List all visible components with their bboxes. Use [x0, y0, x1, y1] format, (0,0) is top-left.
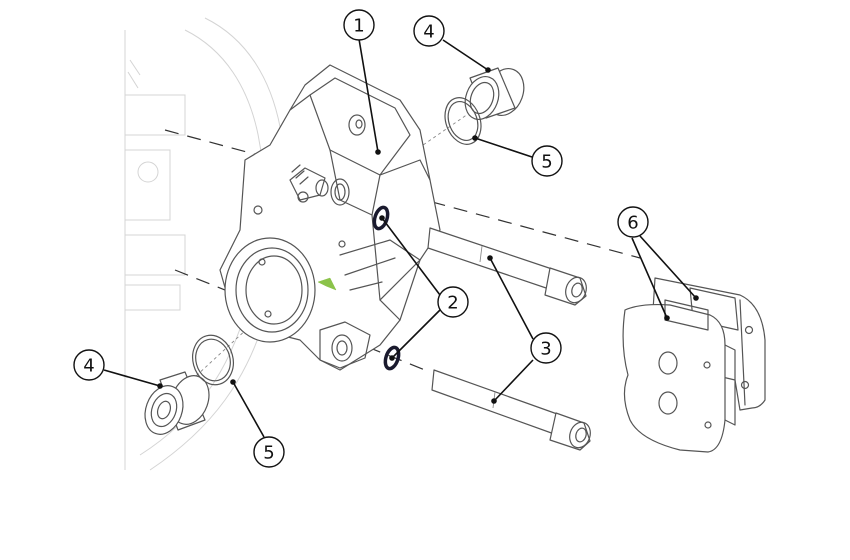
- o-ring-lower: [383, 345, 401, 371]
- callout-1: 1: [343, 9, 375, 41]
- svg-text:4: 4: [423, 22, 434, 43]
- svg-text:6: 6: [627, 213, 638, 234]
- axis-line-upper: [164, 129, 641, 259]
- svg-text:4: 4: [83, 356, 94, 377]
- caliper-body: [219, 64, 441, 371]
- callout-6: 6: [617, 206, 649, 238]
- svg-text:2: 2: [447, 293, 458, 314]
- callout-2: 2: [437, 286, 469, 318]
- brake-pad-front: [622, 299, 736, 453]
- piston-seal-top: [444, 97, 482, 145]
- callout-5-top: 5: [531, 145, 563, 177]
- callout-5-bottom: 5: [253, 436, 285, 468]
- callout-4-bottom: 4: [73, 349, 105, 381]
- piston-seal-bottom: [192, 334, 234, 386]
- leader-lines: [103, 38, 699, 438]
- svg-text:3: 3: [540, 339, 551, 360]
- piston-bottom: [144, 371, 210, 435]
- callout-3: 3: [530, 332, 562, 364]
- manufacturer-logo-icon: [317, 277, 337, 291]
- svg-text:1: 1: [353, 16, 364, 37]
- svg-text:5: 5: [541, 152, 552, 173]
- svg-text:5: 5: [263, 443, 274, 464]
- piston-top: [464, 67, 525, 120]
- o-ring-upper: [372, 205, 390, 231]
- callout-4-top: 4: [413, 15, 445, 47]
